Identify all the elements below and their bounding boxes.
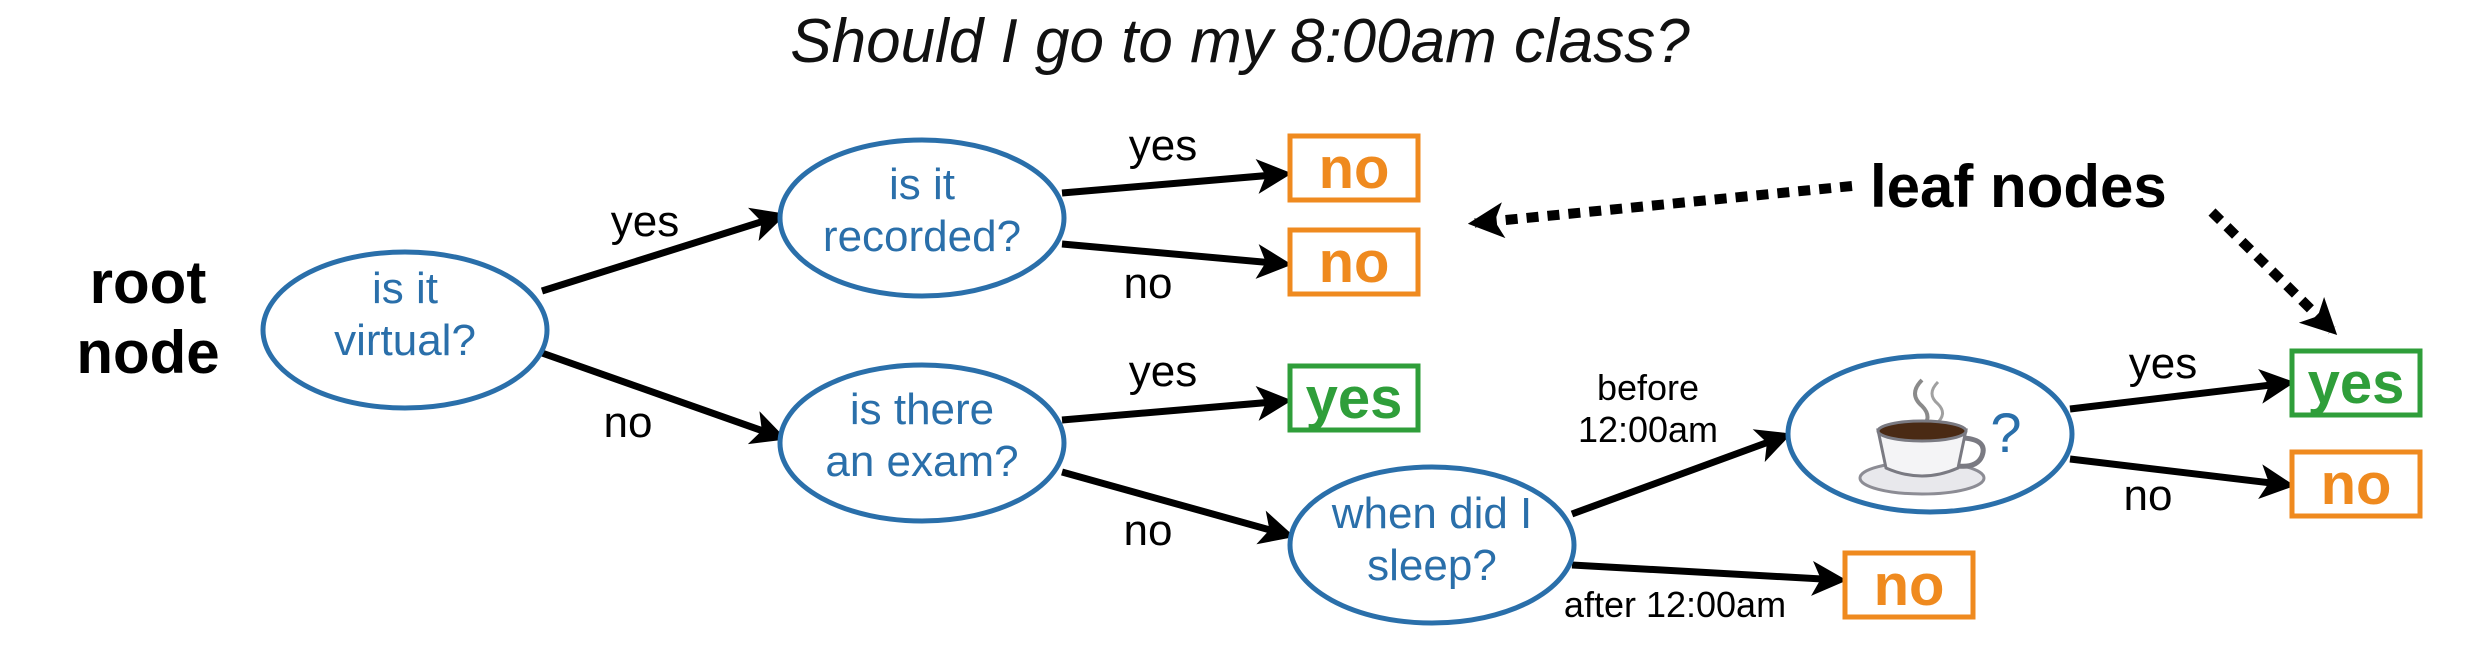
leaf-nodes-label: leaf nodes xyxy=(1870,153,2167,220)
node-label-line1: is there xyxy=(850,385,994,434)
leaf-recorded-no: no xyxy=(1287,227,1421,297)
node-label-question: ? xyxy=(1990,401,2021,464)
edge-exam-yes xyxy=(1061,385,1292,424)
leaf-coffee-no: no xyxy=(2289,449,2423,519)
edge-sleep-after xyxy=(1571,560,1847,596)
node-label-line2: recorded? xyxy=(823,212,1021,261)
leaf-sleep-after: no xyxy=(1842,550,1976,620)
leaf-label: no xyxy=(1874,553,1945,618)
edge-label-coffee-yes: yes xyxy=(2129,339,2197,388)
leaf-nodes-arrow-right xyxy=(2208,208,2338,336)
edge-label-sleep-before: before xyxy=(1597,367,1699,408)
edge-recorded-no xyxy=(1061,240,1292,279)
edge-virtual-yes xyxy=(540,207,787,295)
leaf-label: no xyxy=(1319,230,1390,295)
node-label-line1: is it xyxy=(372,264,438,313)
node-label-line1: when did I xyxy=(1331,489,1533,538)
node-label-line2: an exam? xyxy=(825,437,1018,486)
node-coffee: ? xyxy=(1785,353,2075,515)
edge-sleep-before xyxy=(1570,429,1792,518)
edge-coffee-yes xyxy=(2069,368,2295,413)
node-is-there-an-exam: is there an exam? xyxy=(777,362,1067,524)
node-label-line2: virtual? xyxy=(334,316,476,365)
edge-exam-no xyxy=(1061,468,1295,545)
edge-coffee-no xyxy=(2069,455,2295,500)
coffee-cup-icon xyxy=(1858,378,1986,496)
edge-label-sleep-before-time: 12:00am xyxy=(1578,409,1718,450)
root-node-label-line2: node xyxy=(76,319,219,386)
leaf-nodes-arrow-left xyxy=(1467,181,1853,239)
root-node-label: root xyxy=(90,249,207,316)
node-label-line2: sleep? xyxy=(1367,541,1497,590)
diagram-title: Should I go to my 8:00am class? xyxy=(790,7,1690,76)
leaf-coffee-yes: yes xyxy=(2289,348,2423,418)
leaf-label: yes xyxy=(2308,351,2405,416)
edge-label-coffee-no: no xyxy=(2124,471,2173,520)
edge-label-exam-yes: yes xyxy=(1129,347,1197,396)
edge-label-virtual-no: no xyxy=(604,398,653,447)
edge-recorded-yes xyxy=(1061,158,1292,197)
edge-label-recorded-yes: yes xyxy=(1129,121,1197,170)
leaf-exam-yes: yes xyxy=(1287,363,1421,433)
node-is-it-virtual: is it virtual? xyxy=(260,249,550,411)
node-label-line1: is it xyxy=(889,160,955,209)
edge-label-virtual-yes: yes xyxy=(611,197,679,246)
node-is-it-recorded: is it recorded? xyxy=(777,137,1067,299)
leaf-recorded-yes: no xyxy=(1287,133,1421,203)
edge-label-exam-no: no xyxy=(1124,506,1173,555)
edge-label-recorded-no: no xyxy=(1124,259,1173,308)
edge-label-sleep-after: after 12:00am xyxy=(1564,584,1786,625)
leaf-label: no xyxy=(1319,136,1390,201)
node-when-did-i-sleep: when did I sleep? xyxy=(1287,464,1577,626)
edge-virtual-no xyxy=(540,349,787,445)
leaf-label: yes xyxy=(1306,366,1403,431)
leaf-label: no xyxy=(2321,452,2392,517)
